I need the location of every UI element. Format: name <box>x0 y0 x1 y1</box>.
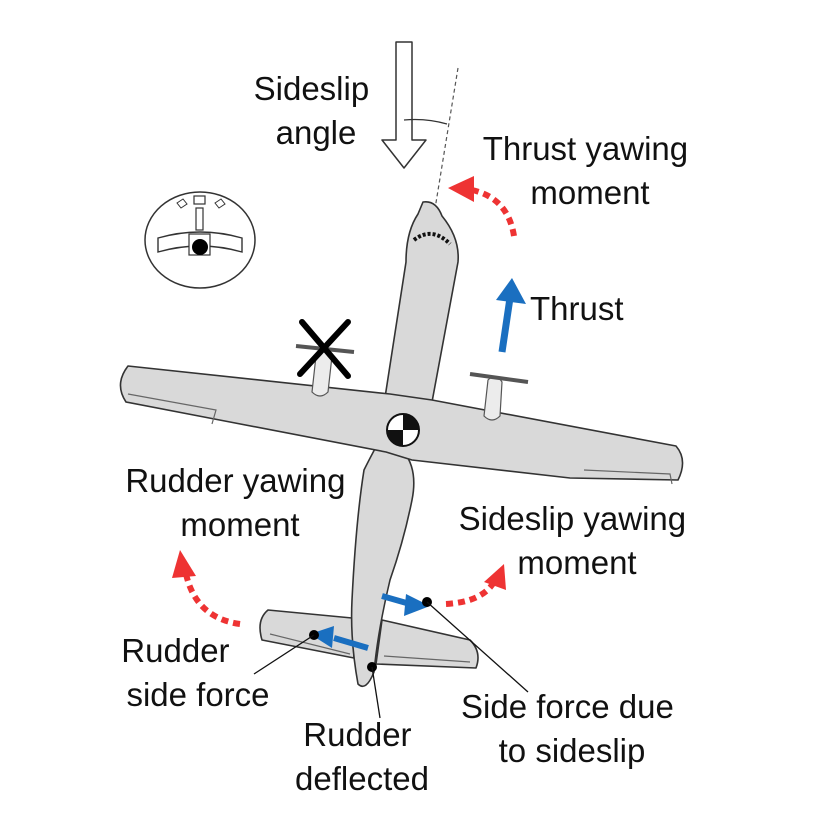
cockpit-windows <box>412 232 452 246</box>
label-sideslip-angle: Sideslip angle <box>254 70 379 151</box>
leader-line-side-force-sideslip <box>426 601 529 693</box>
label-rudder-side-force: Rudder side force <box>121 632 269 713</box>
sideslip-angle-arc <box>403 118 448 125</box>
right-engine-nacelle <box>469 372 529 421</box>
thrust-arrow <box>496 278 526 353</box>
rudder-side-force-arrow <box>309 626 369 651</box>
center-of-gravity-icon <box>386 413 420 447</box>
relative-wind-arrow <box>381 41 427 169</box>
x-cross-icon <box>297 319 351 379</box>
label-sideslip-yawing-moment: Sideslip yawing moment <box>459 500 696 581</box>
thrust-yawing-moment-arrow <box>448 176 517 237</box>
rudder-yawing-moment-arrow <box>172 550 241 627</box>
label-thrust: Thrust <box>530 290 624 327</box>
sideslip-yawing-moment-arrow <box>445 564 506 607</box>
label-thrust-yawing-moment: Thrust yawing moment <box>483 130 698 211</box>
sideslip-side-force-arrow <box>381 593 432 616</box>
leader-line-rudder-deflected <box>371 666 381 719</box>
fuselage <box>350 200 459 688</box>
leader-line-rudder-side-force <box>253 634 315 675</box>
label-rudder-yawing-moment: Rudder yawing moment <box>125 462 354 543</box>
aircraft <box>119 200 684 688</box>
label-side-force-due-to-sideslip: Side force due to sideslip <box>461 688 683 769</box>
turn-slip-indicator-icon <box>144 191 256 289</box>
label-rudder-deflected: Rudder deflected <box>295 716 429 797</box>
